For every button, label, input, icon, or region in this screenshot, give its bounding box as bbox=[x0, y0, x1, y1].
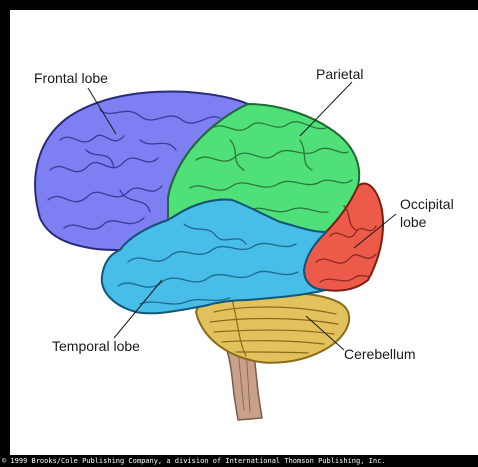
cerebellum-label: Cerebellum bbox=[344, 346, 416, 362]
frontal-lobe-label: Frontal lobe bbox=[34, 70, 108, 86]
temporal-lobe-label: Temporal lobe bbox=[52, 338, 140, 354]
copyright-notice: © 1999 Brooks/Cole Publishing Company, a… bbox=[0, 456, 478, 467]
occipital-label-line1: Occipital bbox=[400, 196, 454, 212]
occipital-label-line2: lobe bbox=[400, 214, 426, 230]
parietal-label: Parietal bbox=[316, 66, 363, 82]
